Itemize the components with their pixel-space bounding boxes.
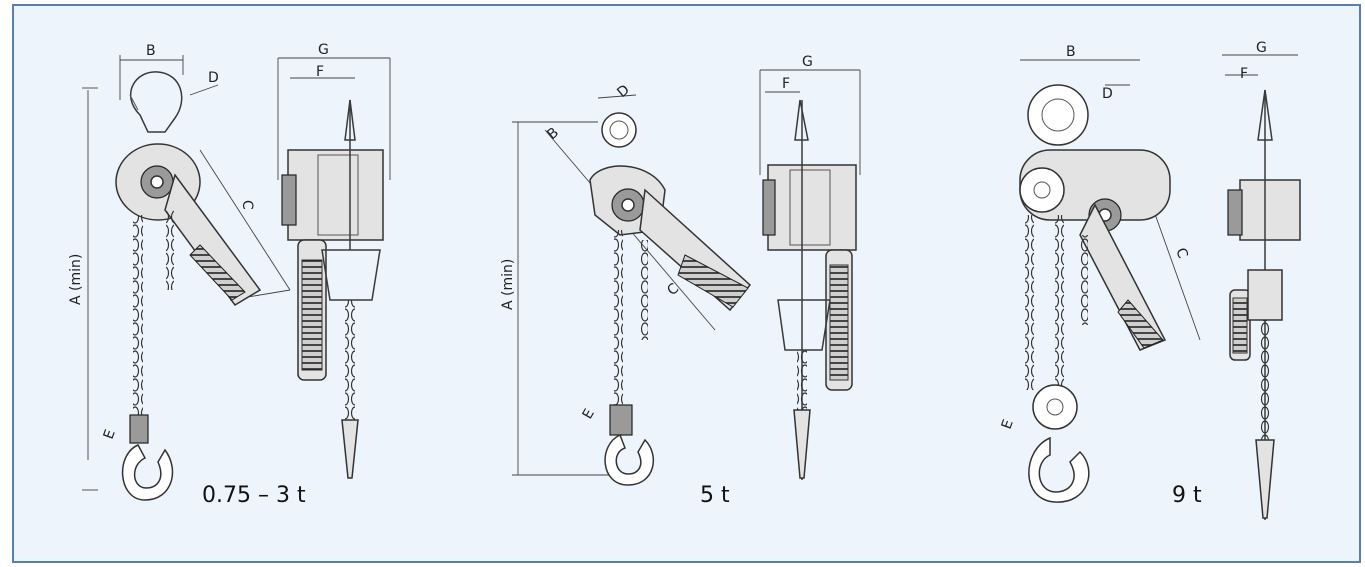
dim-label-a: A (min) [68,254,84,305]
dim-label-g-2: G [802,54,813,70]
capacity-label-1: 0.75 – 3 t [202,483,306,508]
capacity-label-2: 5 t [700,483,730,508]
dim-label-b: B [146,43,156,59]
diagram-1: B D C A (min) E G F 0.75 – 3 t [68,42,391,508]
dim-label-b-2: B [544,125,562,143]
dim-label-e: E [101,428,119,442]
dim-label-e-2: E [580,406,598,422]
dim-label-f-3: F [1240,66,1248,82]
dim-label-g-3: G [1256,40,1267,56]
diagram-3: B D C E G F 9 t [999,40,1301,520]
dim-label-f-2: F [782,76,790,92]
dim-label-c: C [239,200,255,210]
dim-label-f: F [316,64,324,80]
diagram-2: B D C A (min) E G F 5 t [500,54,861,508]
dim-label-b-3: B [1066,44,1076,60]
dim-label-d-3: D [1102,86,1113,102]
dim-label-c-3: C [1172,246,1190,261]
dim-label-d-2: D [614,82,633,101]
dim-label-g: G [318,42,329,58]
dim-label-d: D [208,70,219,86]
dim-label-c-2: C [664,280,682,299]
dim-label-e-3: E [999,418,1017,432]
dim-label-a-2: A (min) [500,259,516,310]
capacity-label-3: 9 t [1172,483,1202,508]
